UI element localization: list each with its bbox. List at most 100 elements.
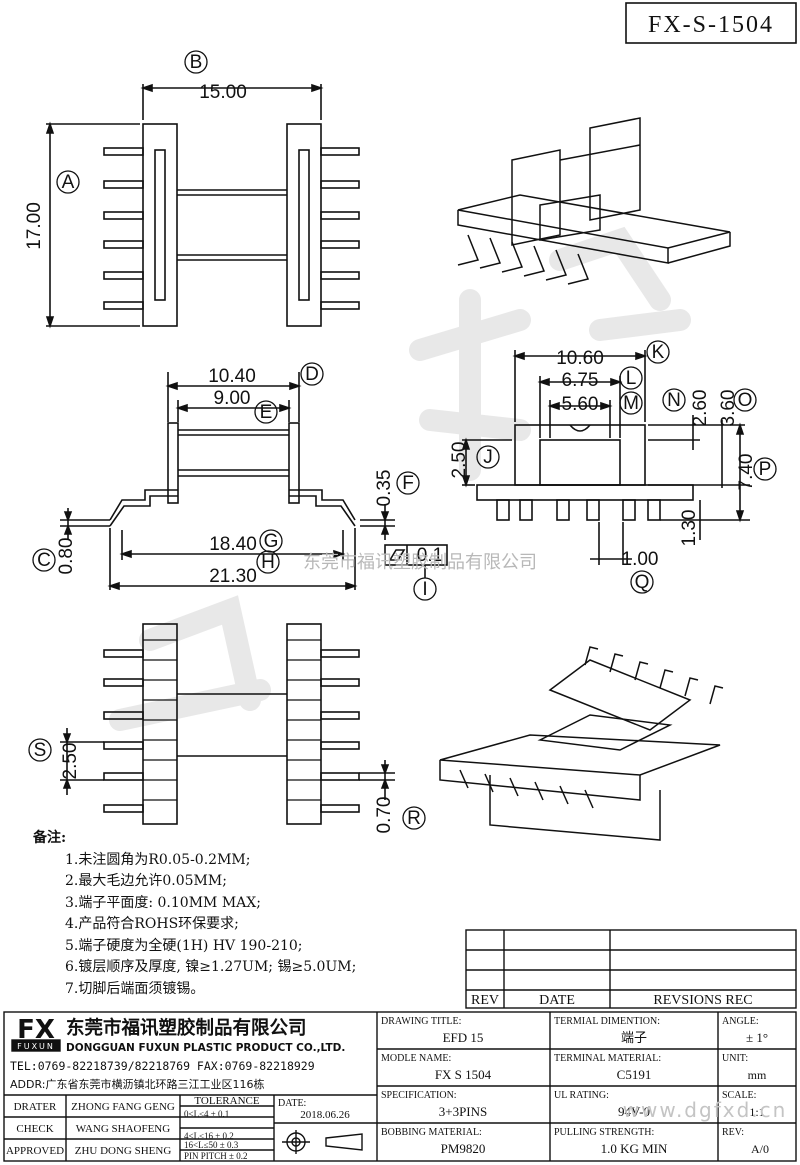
drawing-title: EFD 15	[443, 1030, 484, 1045]
angle-value: ± 1°	[746, 1030, 768, 1045]
callout-q: Q	[635, 572, 650, 593]
angle-label: ANGLE:	[722, 1016, 759, 1027]
model-label: MODLE NAME:	[381, 1053, 451, 1064]
tolerance-row-2: 4<L≤16 ± 0.2	[184, 1131, 234, 1141]
callout-i: I	[422, 579, 427, 600]
company-name-cn: 东莞市福讯塑胶制品有限公司	[66, 1017, 307, 1039]
dim-r-value: 0.70	[374, 797, 395, 834]
pulling-strength: 1.0 KG MIN	[601, 1141, 668, 1156]
model-name: FX S 1504	[435, 1067, 492, 1082]
note-item: 6.镀层顺序及厚度, 镍≥1.27UM; 锡≥5.0UM;	[65, 959, 357, 975]
dim-f-value: 0.35	[374, 470, 395, 507]
drawing-title-label: DRAWING TITLE:	[381, 1016, 461, 1027]
unit-value: mm	[748, 1068, 767, 1082]
callout-n: N	[667, 390, 681, 411]
scale-label: SCALE:	[722, 1090, 756, 1101]
isometric-view-bottom	[439, 646, 724, 841]
date-value: 2018.06.26	[300, 1109, 350, 1121]
dim-t-value: 1.30	[679, 510, 700, 547]
unit-label: UNIT:	[722, 1053, 748, 1064]
tolerance-row-3: 16<L≤50 ± 0.3	[184, 1140, 239, 1150]
dim-c-value: 0.80	[56, 538, 77, 575]
terminal-dim-label: TERMIAL DIMENTION:	[554, 1016, 660, 1027]
dim-d-value: 10.40	[208, 366, 256, 387]
tolerance-row-1: 0<L≤4 ± 0.1	[184, 1109, 229, 1119]
callout-j: J	[483, 447, 493, 468]
company-logo: FX	[17, 1015, 55, 1045]
part-number: FX-S-1504	[648, 12, 774, 38]
isometric-view-top	[457, 117, 731, 285]
drater-label: DRATER	[14, 1101, 57, 1113]
side-view	[461, 350, 750, 565]
front-view	[60, 372, 448, 591]
note-item: 2.最大毛边允许0.05MM;	[65, 873, 227, 889]
check-label: CHECK	[16, 1123, 53, 1135]
note-item: 7.切脚后端面须镀锡。	[65, 980, 205, 997]
callout-m: M	[623, 393, 639, 414]
dim-q-value: 1.00	[622, 549, 659, 570]
callout-p: P	[759, 459, 772, 480]
approved-label: APPROVED	[6, 1145, 64, 1157]
approved-name: ZHU DONG SHENG	[75, 1145, 172, 1157]
terminal-material: C5191	[617, 1067, 652, 1082]
flatness-tolerance: 0.1	[417, 545, 443, 566]
company-name-en: DONGGUAN FUXUN PLASTIC PRODUCT CO.,LTD.	[66, 1042, 345, 1054]
pulling-strength-label: PULLING STRENGTH:	[554, 1127, 654, 1138]
dim-b-value: 15.00	[199, 82, 247, 103]
dim-j-value: 2.50	[449, 442, 470, 479]
dim-m-value: 5.60	[562, 394, 599, 415]
ul-rating-label: UL RATING:	[554, 1090, 609, 1101]
rev-value: A/0	[751, 1142, 769, 1156]
company-watermark: 东莞市福讯塑胶制品有限公司	[303, 552, 537, 573]
tolerance-label: TOLERANCE	[194, 1095, 259, 1107]
url-watermark: www.dgfxd.cn	[623, 1098, 788, 1122]
dim-h-value: 21.30	[209, 566, 257, 587]
note-item: 4.产品符合ROHS环保要求;	[65, 916, 239, 932]
ul-rating: 94V-0	[618, 1104, 650, 1119]
notes-title: 备注:	[33, 830, 67, 846]
dim-a-value: 17.00	[24, 202, 45, 250]
bottom-view	[60, 623, 395, 825]
specification-label: SPECIFICATION:	[381, 1090, 457, 1101]
company-logo-sub: FUXUN	[17, 1042, 55, 1051]
callout-k: K	[652, 342, 665, 363]
notes-block: 备注: 1.未注圆角为R0.05-0.2MM; 2.最大毛边允许0.05MM; …	[33, 828, 463, 1000]
dim-g-value: 18.40	[209, 534, 257, 555]
callout-h: H	[261, 552, 275, 573]
dim-s-value: 2.50	[60, 743, 81, 780]
note-item: 1.未注圆角为R0.05-0.2MM;	[65, 851, 251, 868]
company-address: ADDR:广东省东莞市横沥镇北环路三江工业区116栋	[10, 1077, 264, 1091]
callout-b: B	[190, 52, 203, 73]
revision-table	[465, 929, 797, 1009]
check-name: WANG SHAOFENG	[76, 1123, 170, 1135]
rev-label: REV:	[722, 1127, 744, 1138]
callout-g: G	[264, 531, 279, 552]
callout-s: S	[34, 740, 47, 761]
drater-name: ZHONG FANG GENG	[71, 1101, 175, 1113]
note-item: 3.端子平面度: 0.10MM MAX;	[65, 894, 261, 911]
callout-circles	[28, 50, 777, 830]
tolerance-row-4: PIN PITCH ± 0.2	[184, 1151, 247, 1161]
callout-f: F	[402, 473, 414, 494]
callout-a: A	[62, 172, 75, 193]
callout-e: E	[260, 402, 273, 423]
date-label: DATE:	[278, 1098, 306, 1109]
callout-r: R	[407, 808, 421, 829]
note-item: 5.端子硬度为全硬(1H) HV 190-210;	[65, 937, 303, 954]
top-view	[45, 83, 360, 329]
callout-c: C	[37, 550, 51, 571]
company-tel: TEL:0769-82218739/82218769 FAX:0769-8221…	[10, 1059, 315, 1073]
callout-d: D	[305, 364, 319, 385]
terminal-material-label: TERMINAL MATERIAL:	[554, 1053, 661, 1064]
dim-e-value: 9.00	[214, 388, 251, 409]
bobbin-material: PM9820	[441, 1141, 486, 1156]
callout-l: L	[626, 368, 637, 389]
dim-l-value: 6.75	[562, 370, 599, 391]
date-header: DATE	[539, 993, 575, 1008]
dim-p-value: 7.40	[736, 454, 757, 491]
bobbin-material-label: BOBBING MATERIAL:	[381, 1127, 482, 1138]
scale-value: 1:1	[749, 1105, 764, 1119]
specification: 3+3PINS	[439, 1104, 488, 1119]
terminal-dim: 端子	[621, 1030, 647, 1045]
